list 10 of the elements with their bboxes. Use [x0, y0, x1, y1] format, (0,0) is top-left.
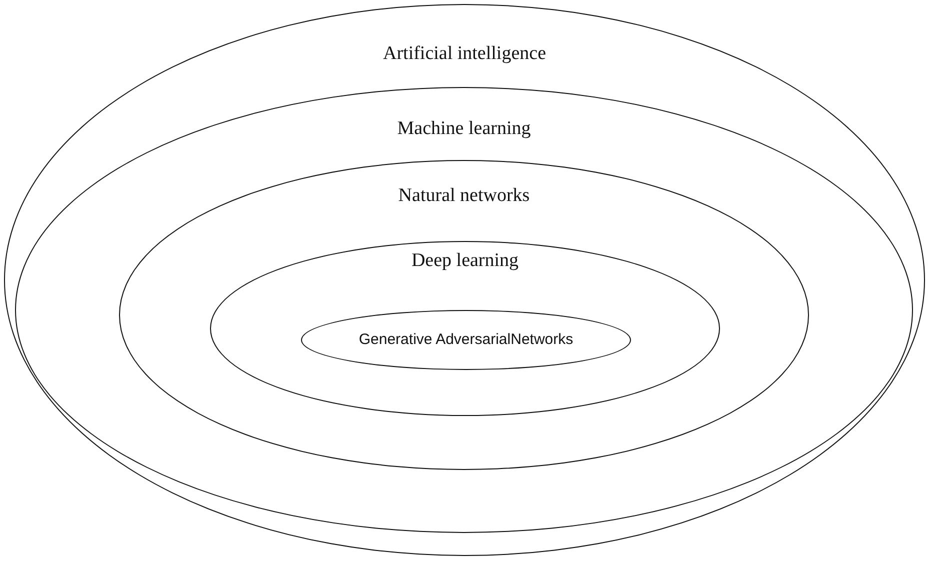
category-label: Generative AdversarialNetworks — [358, 331, 574, 349]
category-label: Machine learning — [397, 118, 531, 141]
ellipse — [301, 310, 631, 370]
ellipse — [4, 4, 925, 556]
ellipse — [15, 87, 913, 533]
ellipse — [119, 160, 809, 470]
category-label: Deep learning — [411, 250, 519, 273]
category-label: Natural networks — [398, 185, 530, 208]
ellipse — [210, 241, 720, 416]
category-label: Artificial intelligence — [383, 43, 546, 66]
